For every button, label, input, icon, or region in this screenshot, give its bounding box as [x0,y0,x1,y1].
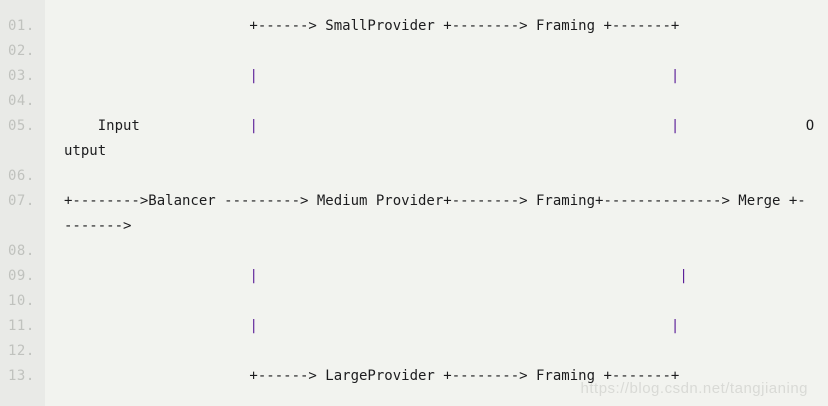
code-line: 06. [0,164,828,189]
pipe-glyph: | [679,268,688,284]
code-line: 11. | | [0,314,828,339]
code-text [45,289,828,314]
pipe-glyph: | [249,68,258,84]
line-number: 01. [8,18,35,34]
line-number: 12. [8,343,35,359]
code-line: 04. [0,89,828,114]
code-line: 08. [0,239,828,264]
code-text: Input | | O [64,118,815,134]
pipe-glyph: | [670,318,680,334]
line-number: 04. [8,93,35,109]
code-text: | | [45,64,828,89]
code-line: 09. | | [0,264,828,289]
code-text [45,89,828,114]
code-line: 10. [0,289,828,314]
code-text: -------> [64,218,132,234]
code-line: 01. +------> SmallProvider +--------> Fr… [0,14,828,39]
line-number: 09. [8,268,35,284]
line-number [0,139,45,164]
line-number: 11. [8,318,35,334]
code-line: 13. +------> LargeProvider +--------> Fr… [0,364,828,389]
code-text: | | [45,314,828,339]
code-text: +------> LargeProvider +--------> Framin… [64,368,680,384]
code-line: 07. +-------->Balancer ---------> Medium… [0,189,828,214]
line-number: 03. [8,68,35,84]
line-number [0,214,45,239]
line-number: 05. [8,118,35,134]
line-number: 06. [8,168,35,184]
pipe-glyph: | [670,118,680,134]
line-number: 13. [8,368,35,384]
code-text: +-------->Balancer ---------> Medium Pro… [64,193,806,209]
line-number: 10. [8,293,35,309]
code-line: 02. [0,39,828,64]
code-line: utput [0,139,828,164]
pipe-glyph: | [249,318,258,334]
pipe-glyph: | [670,68,680,84]
code-text: | | [45,264,828,289]
line-number: 08. [8,243,35,259]
line-number: 07. [8,193,35,209]
code-rows: 01. +------> SmallProvider +--------> Fr… [0,14,828,389]
code-line: 03. | | [0,64,828,89]
line-number: 02. [8,43,35,59]
code-text [45,164,828,189]
code-line: 12. [0,339,828,364]
line-number-gutter [0,0,45,406]
pipe-glyph: | [249,118,258,134]
code-line: -------> [0,214,828,239]
code-text: utput [64,143,107,159]
code-text: +------> SmallProvider +--------> Framin… [64,18,680,34]
code-text [45,239,828,264]
code-text [45,39,828,64]
code-text [45,339,828,364]
code-line: 05. Input | | O [0,114,828,139]
pipe-glyph: | [249,268,258,284]
